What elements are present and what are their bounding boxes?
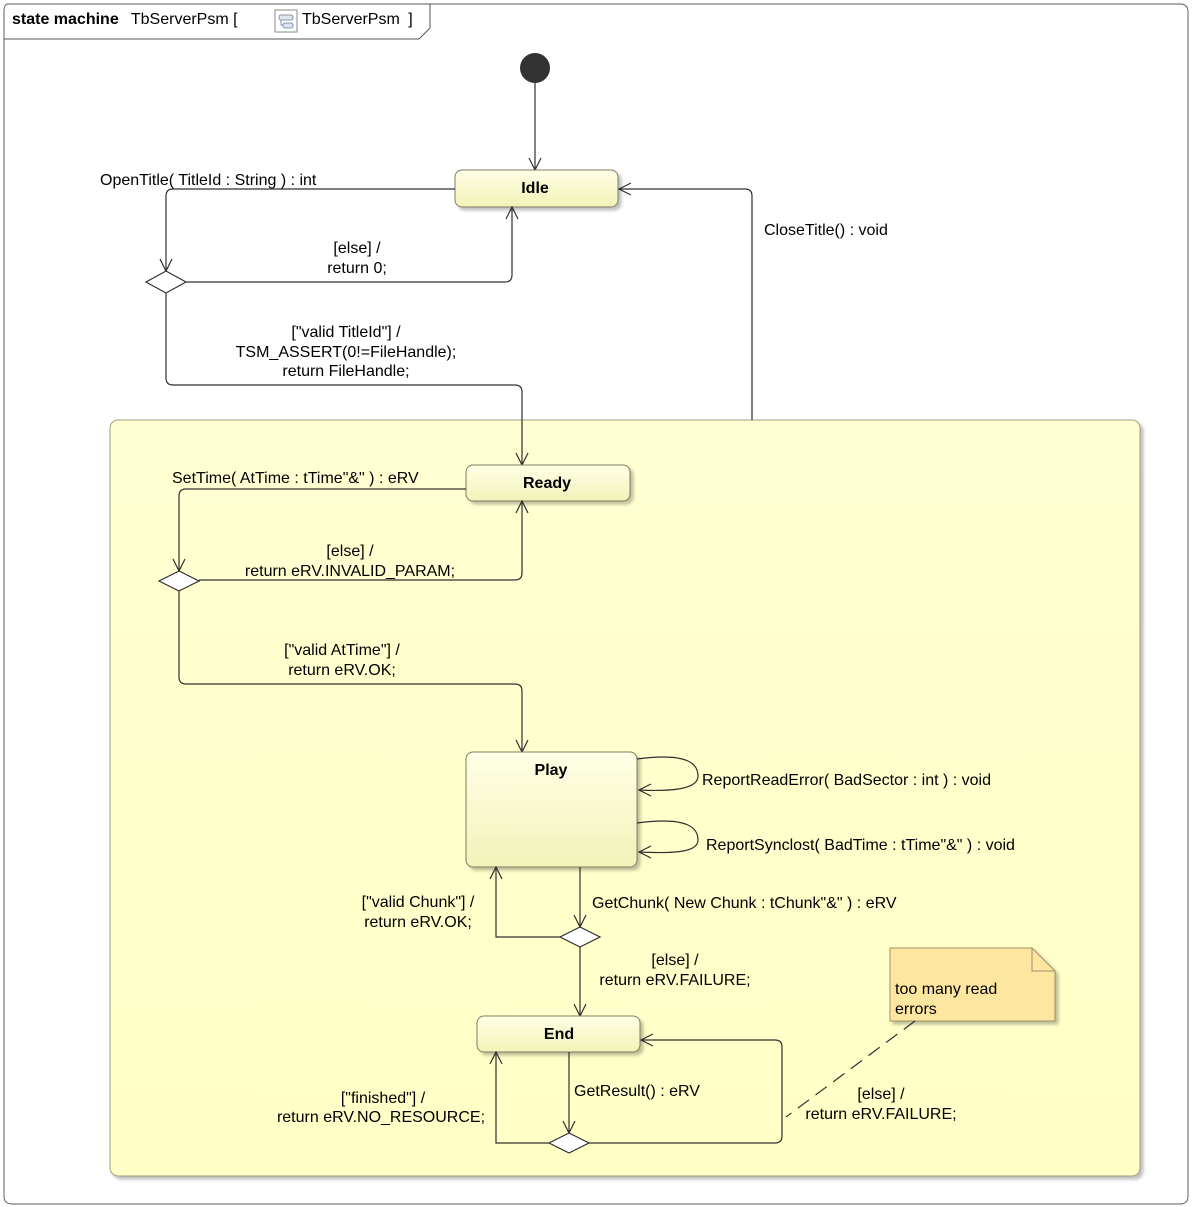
transition-else-return0[interactable] [186, 207, 513, 283]
transition-report-read-error[interactable] [636, 756, 699, 792]
choice-node-get-result[interactable] [547, 1132, 591, 1154]
note-anchor [785, 1020, 916, 1118]
note-line1: too many read [895, 981, 997, 998]
frame-bracket-open: [ [233, 11, 238, 28]
label-valid-titleid-line3: return FileHandle; [282, 363, 409, 380]
initial-node[interactable] [520, 53, 550, 83]
label-valid-attime-line1: ["valid AtTime"] / [284, 642, 400, 659]
label-else-failure-end-line1: [else] / [857, 1086, 905, 1103]
label-set-time: SetTime( AtTime : tTime"&" ) : eRV [172, 470, 419, 487]
label-else-failure-play-line1: [else] / [651, 952, 699, 969]
label-report-read-error: ReportReadError( BadSector : int ) : voi… [702, 772, 991, 789]
label-finished-line1: ["finished"] / [341, 1090, 426, 1107]
label-valid-chunk-line1: ["valid Chunk"] / [362, 894, 475, 911]
state-machine-icon [274, 9, 298, 33]
frame-bracket-close: ] [408, 11, 412, 28]
transition-else-failure-end[interactable] [589, 1039, 783, 1144]
frame-keyword: state machine [12, 11, 119, 28]
label-close-title: CloseTitle() : void [764, 222, 888, 239]
label-report-synclost: ReportSynclost( BadTime : tTime"&" ) : v… [706, 837, 1015, 854]
state-end[interactable] [476, 1015, 641, 1053]
state-play-label: Play [535, 762, 568, 779]
state-end-label: End [544, 1026, 574, 1043]
label-open-title: OpenTitle( TitleId : String ) : int [100, 172, 317, 189]
label-valid-chunk-line2: return eRV.OK; [364, 914, 472, 931]
frame-label-tab [4, 4, 431, 40]
label-else-return0-line1: [else] / [333, 240, 381, 257]
transition-open-title[interactable] [165, 188, 455, 270]
note[interactable] [889, 947, 1056, 1022]
transition-close-title[interactable] [619, 188, 753, 420]
transition-report-synclost[interactable] [636, 820, 699, 854]
note-line2: errors [895, 1001, 937, 1018]
label-get-chunk: GetChunk( New Chunk : tChunk"&" ) : eRV [592, 895, 897, 912]
label-else-failure-end-line2: return eRV.FAILURE; [805, 1106, 956, 1123]
state-ready-label: Ready [523, 475, 571, 492]
label-else-failure-play-line2: return eRV.FAILURE; [599, 972, 750, 989]
label-else-invalid-param-line2: return eRV.INVALID_PARAM; [245, 563, 455, 580]
transition-valid-chunk[interactable] [495, 867, 560, 938]
label-valid-titleid-line1: ["valid TitleId"] / [291, 324, 401, 341]
label-else-return0-line2: return 0; [327, 260, 387, 277]
state-ready[interactable] [465, 464, 631, 502]
transition-valid-titleid[interactable] [165, 293, 523, 465]
transition-valid-attime[interactable] [178, 591, 523, 752]
label-valid-attime-line2: return eRV.OK; [288, 662, 396, 679]
transition-set-time[interactable] [178, 488, 466, 570]
state-idle-label: Idle [521, 180, 549, 197]
label-valid-titleid-line2: TSM_ASSERT(0!=FileHandle); [236, 344, 457, 361]
svg-text:TbServerPsm ]: TbServerPsm ] [302, 11, 413, 28]
label-finished-line2: return eRV.NO_RESOURCE; [277, 1109, 485, 1126]
transition-else-invalid-param[interactable] [199, 501, 523, 581]
state-play[interactable] [465, 751, 638, 868]
label-get-result: GetResult() : eRV [574, 1083, 700, 1100]
frame-owner: TbServerPsm [302, 11, 400, 28]
transition-finished[interactable] [495, 1052, 549, 1144]
frame-name: TbServerPsm [131, 11, 229, 28]
label-else-invalid-param-line1: [else] / [326, 543, 374, 560]
svg-text:state machine TbServerPs: state machine TbServerPsm [ [12, 11, 238, 28]
